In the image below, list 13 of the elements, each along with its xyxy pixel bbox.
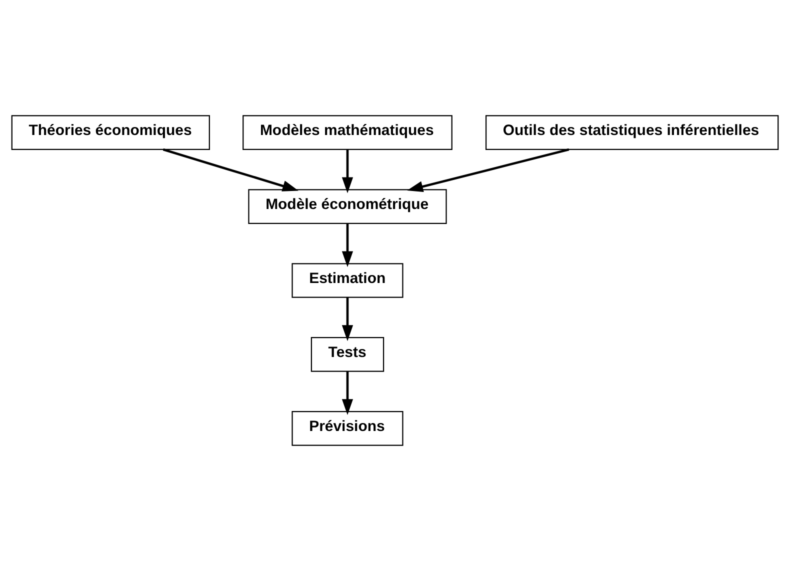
node-box: Modèles mathématiques	[242, 115, 452, 150]
node-box: Outils des statistiques inférentielles	[485, 115, 779, 150]
arrow	[342, 371, 354, 416]
arrow	[407, 148, 570, 192]
node-box: Estimation	[292, 263, 404, 298]
arrow	[342, 297, 354, 342]
node-box: Tests	[310, 337, 384, 372]
arrow	[162, 148, 298, 192]
arrow	[342, 223, 354, 268]
node-box: Théories économiques	[11, 115, 210, 150]
arrow	[342, 150, 354, 194]
node-box: Prévisions	[292, 411, 404, 446]
node-box: Modèle économétrique	[248, 189, 447, 224]
